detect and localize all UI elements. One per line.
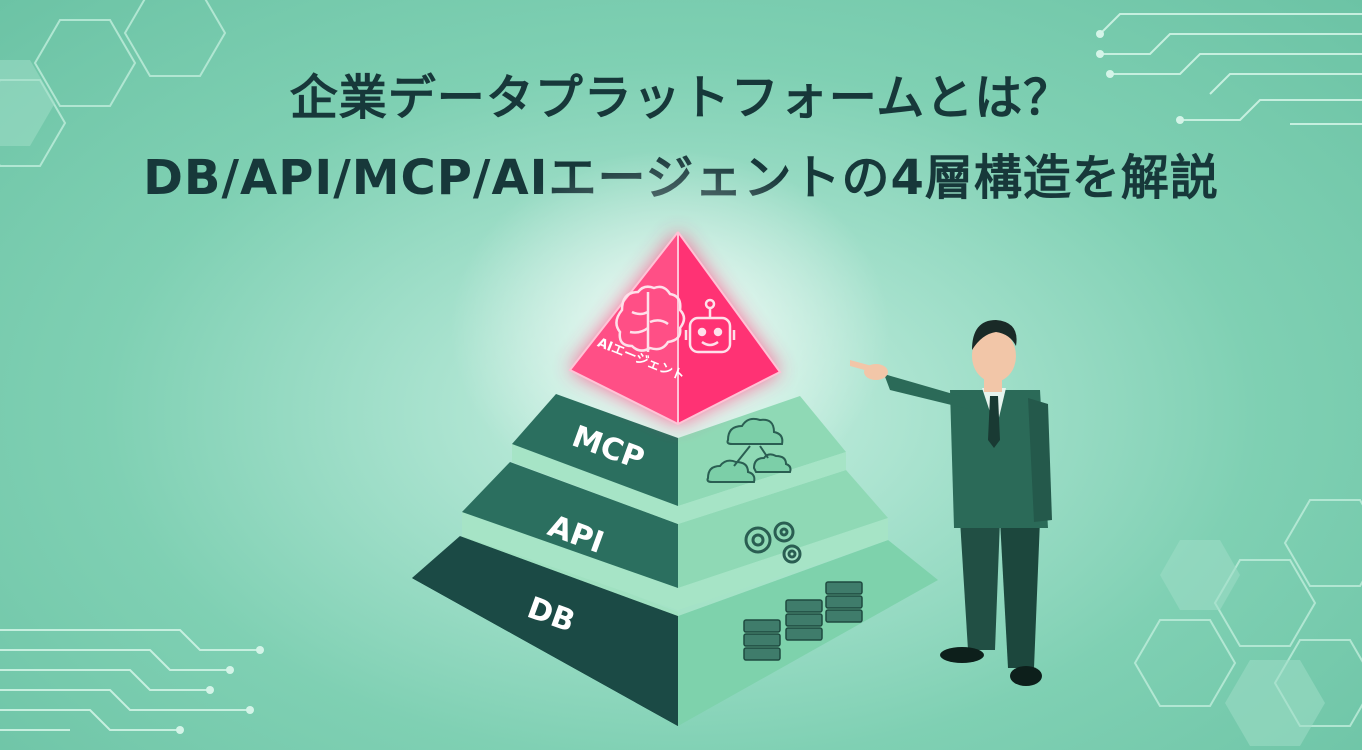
cloud-network-icon	[706, 417, 792, 483]
circuit-lines-decoration	[0, 13, 1362, 731]
gears-icon	[744, 521, 802, 564]
server-rack-icon	[743, 581, 863, 661]
robot-icon	[684, 298, 736, 354]
pyramid-top-ai-agent	[568, 231, 782, 426]
page-title-line-1: 企業データプラットフォームとは？	[289, 70, 1073, 126]
pyramid-layer-mcp	[512, 394, 846, 524]
circuit-nodes-decoration	[176, 30, 1184, 734]
brain-icon	[615, 285, 686, 352]
hexagon-fill-decoration	[0, 60, 1325, 746]
businessman	[850, 320, 1052, 686]
